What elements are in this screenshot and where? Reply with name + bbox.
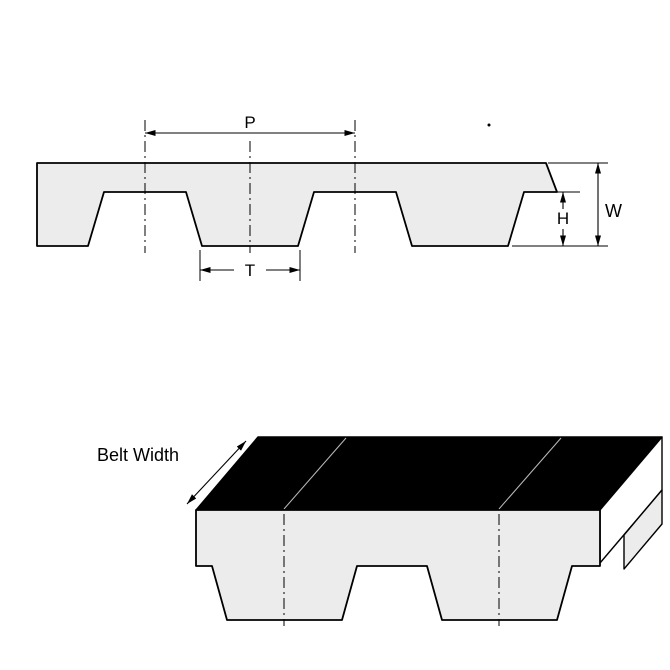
belt-isometric-view: Belt Width: [97, 436, 663, 626]
belt-end-tooth: [623, 489, 663, 570]
tooth-width-dimension: T: [199, 250, 301, 281]
belt-profile-shape: [36, 162, 558, 247]
top-face-centerline-right: [498, 437, 562, 510]
pitch-dimension: P: [145, 113, 355, 136]
tooth-width-label: T: [245, 261, 255, 280]
belt-front-face: [195, 509, 601, 621]
stray-dot: [487, 123, 491, 127]
belt-thickness-dimension: W: [548, 162, 622, 246]
belt-thickness-label: W: [605, 201, 622, 221]
top-face-centerline-left: [283, 437, 347, 510]
belt-width-label: Belt Width: [97, 445, 179, 465]
belt-cross-section: P T H W: [36, 113, 622, 281]
belt-width-annotation: Belt Width: [97, 440, 247, 505]
belt-top-face: [195, 436, 663, 511]
tooth-height-dimension: H: [512, 191, 608, 247]
tooth-height-label: H: [557, 209, 569, 228]
pitch-label: P: [244, 113, 255, 132]
belt-width-arrow: [186, 440, 247, 505]
